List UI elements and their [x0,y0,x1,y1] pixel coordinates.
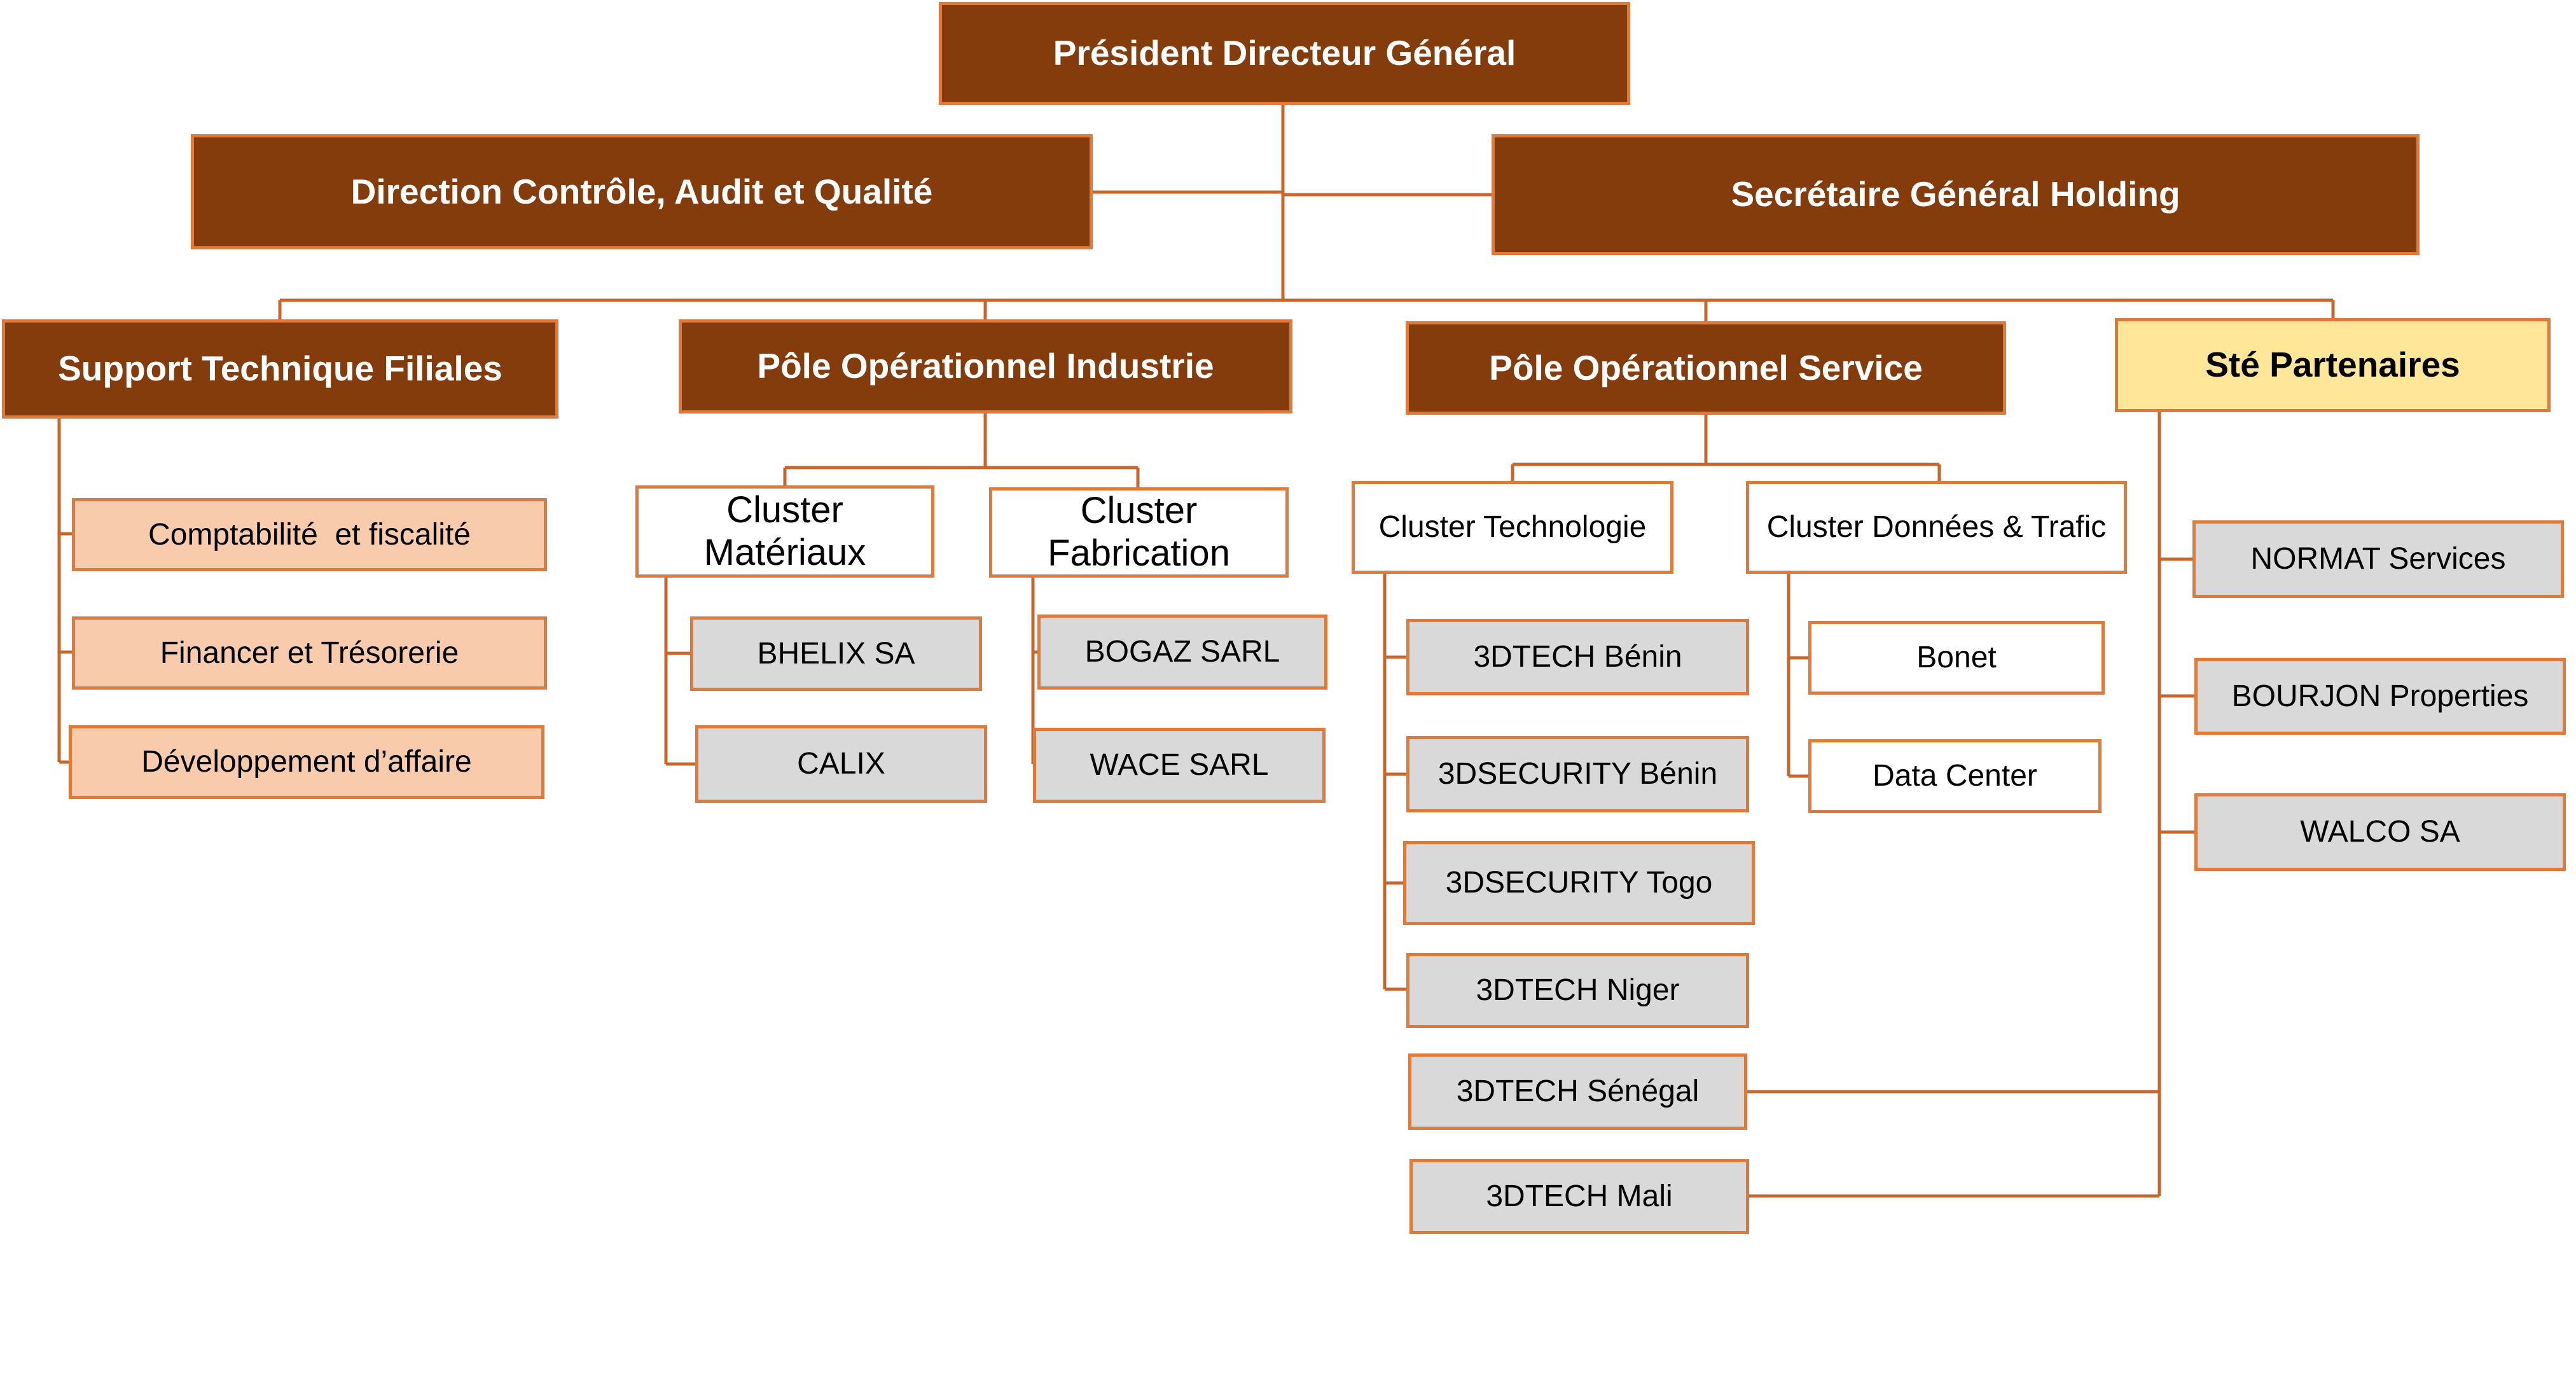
support-item-comptabilite: Comptabilité et fiscalité [72,498,547,571]
support-technique-box: Support Technique Filiales [2,319,558,419]
ceo-box: Président Directeur Général [939,2,1630,105]
support-item-developpement: Développement d’affaire [69,725,544,799]
cluster-donnees-trafic-box: Cluster Données & Trafic [1746,481,2127,574]
partners-box: Sté Partenaires [2115,318,2551,412]
entity-bonet: Bonet [1808,621,2105,695]
entity-calix: CALIX [695,725,987,803]
entity-3dsecurity-togo: 3DSECURITY Togo [1403,841,1755,925]
entity-3dsecurity-benin: 3DSECURITY Bénin [1406,736,1749,812]
secretary-general-box: Secrétaire Général Holding [1492,134,2420,255]
cluster-materiaux-box: Cluster Matériaux [635,485,934,578]
pole-service-box: Pôle Opérationnel Service [1406,321,2006,415]
audit-direction-box: Direction Contrôle, Audit et Qualité [191,134,1093,249]
entity-wace: WACE SARL [1033,728,1326,803]
entity-bogaz: BOGAZ SARL [1037,615,1327,690]
partner-normat: NORMAT Services [2192,520,2564,598]
entity-3dtech-niger: 3DTECH Niger [1406,953,1749,1028]
entity-3dtech-mali: 3DTECH Mali [1409,1159,1749,1234]
entity-data-center: Data Center [1808,739,2102,813]
entity-bhelix: BHELIX SA [690,616,982,691]
partner-walco: WALCO SA [2194,793,2566,871]
entity-3dtech-senegal: 3DTECH Sénégal [1408,1053,1747,1130]
pole-industrie-box: Pôle Opérationnel Industrie [679,319,1292,414]
partner-bourjon: BOURJON Properties [2194,658,2566,735]
cluster-fabrication-box: Cluster Fabrication [989,487,1289,578]
support-item-tresorerie: Financer et Trésorerie [72,616,547,690]
cluster-technologie-box: Cluster Technologie [1352,481,1673,574]
entity-3dtech-benin: 3DTECH Bénin [1406,619,1749,695]
